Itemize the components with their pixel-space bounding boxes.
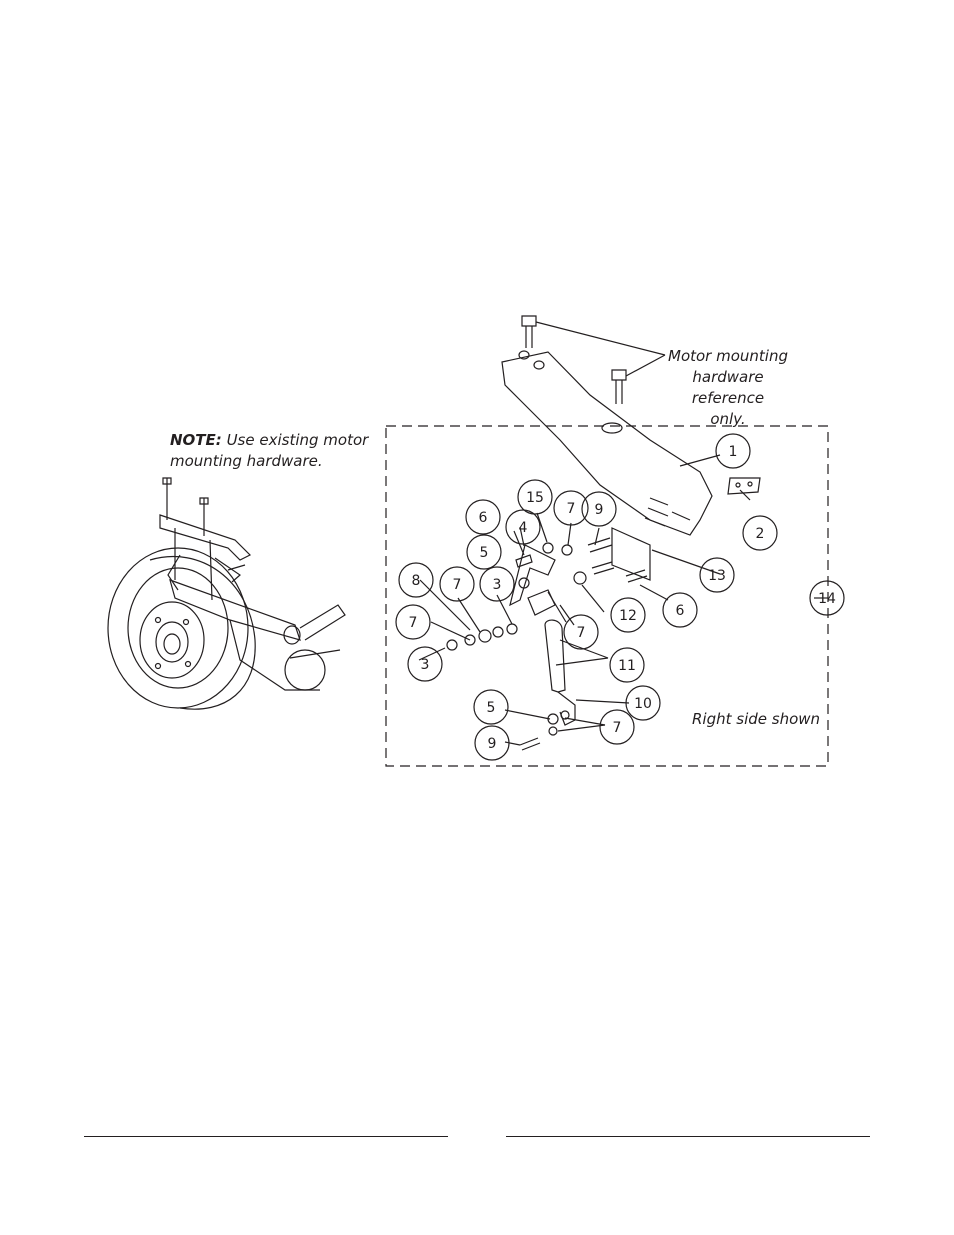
callout-label: 5 bbox=[487, 700, 496, 716]
footer-rule-right bbox=[506, 1136, 870, 1137]
callout-label: 6 bbox=[676, 603, 685, 619]
callout-label: 5 bbox=[480, 545, 489, 561]
callout-label: 9 bbox=[595, 502, 604, 518]
callout-label: 13 bbox=[708, 568, 726, 584]
callout-label: 7 bbox=[453, 577, 462, 593]
wheel-assembly-illustration bbox=[108, 478, 345, 709]
footer-rule-left bbox=[84, 1136, 448, 1137]
callout-label: 15 bbox=[526, 490, 544, 506]
reference-line: hardware reference bbox=[664, 367, 792, 409]
note-block: NOTE: Use existing motor mounting hardwa… bbox=[170, 430, 368, 472]
note-text: Use existing motor bbox=[227, 431, 369, 449]
motor-mounting-bolts bbox=[522, 316, 665, 404]
note-text-line2: mounting hardware. bbox=[170, 452, 323, 470]
side-label: Right side shown bbox=[692, 710, 820, 728]
callout-label: 7 bbox=[567, 501, 576, 517]
reference-note: Motor mounting hardware reference only. bbox=[664, 346, 792, 430]
callout-label: 11 bbox=[618, 658, 636, 674]
part-10-lever bbox=[558, 692, 575, 725]
callout-label: 2 bbox=[756, 526, 765, 542]
leader-lines bbox=[419, 455, 828, 745]
callout-label: 4 bbox=[519, 520, 528, 536]
callout-label: 9 bbox=[488, 736, 497, 752]
callout-label: 1 bbox=[729, 444, 738, 460]
callout-label: 7 bbox=[613, 720, 622, 736]
reference-line: only. bbox=[664, 409, 792, 430]
callout-label: 10 bbox=[634, 696, 652, 712]
callout-label: 7 bbox=[577, 625, 586, 641]
part-13-bracket bbox=[612, 528, 650, 580]
callout-label: 8 bbox=[412, 573, 421, 589]
callout-label: 14 bbox=[818, 591, 836, 607]
callout-label: 3 bbox=[493, 577, 502, 593]
callout-label: 3 bbox=[421, 657, 430, 673]
reference-line: Motor mounting bbox=[664, 346, 792, 367]
note-label: NOTE: bbox=[170, 431, 222, 449]
part-11-handle bbox=[545, 620, 565, 692]
callout-label: 7 bbox=[409, 615, 418, 631]
part-2-plate bbox=[728, 478, 760, 494]
callout-label: 6 bbox=[479, 510, 488, 526]
callout-label: 12 bbox=[619, 608, 637, 624]
